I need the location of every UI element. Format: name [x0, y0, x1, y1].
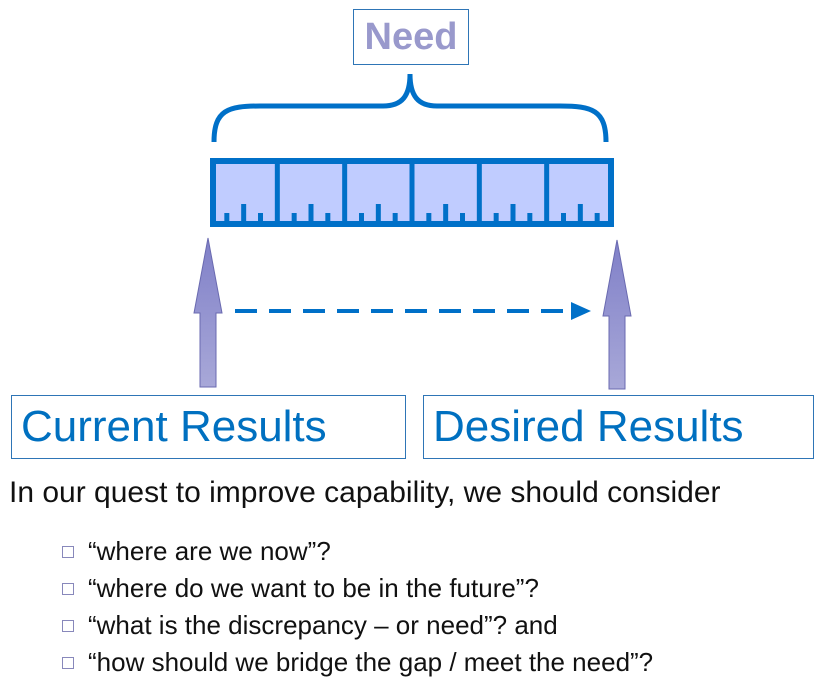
list-item: “how should we bridge the gap / meet the… [62, 644, 653, 681]
need-label: Need [364, 15, 458, 58]
checkbox-bullet-icon [62, 545, 74, 558]
list-item: “where are we now”? [62, 533, 653, 570]
bullet-text: “how should we bridge the gap / meet the… [88, 647, 654, 677]
current-results-box: Current Results [11, 395, 406, 459]
list-item: “where do we want to be in the future”? [62, 570, 653, 607]
list-item: “what is the discrepancy – or need”? and [62, 607, 653, 644]
bullet-list: “where are we now”? “where do we want to… [62, 533, 653, 681]
checkbox-bullet-icon [62, 619, 74, 632]
dashed-arrow-right [235, 302, 591, 320]
checkbox-bullet-icon [62, 656, 74, 669]
need-label-box: Need [353, 9, 469, 65]
ruler-icon [210, 158, 614, 227]
checkbox-bullet-icon [62, 582, 74, 595]
desired-results-label: Desired Results [433, 402, 744, 451]
desired-arrow-up [602, 239, 632, 390]
bullet-text: “where are we now”? [88, 536, 331, 566]
current-results-label: Current Results [21, 402, 327, 451]
current-arrow-up [193, 237, 223, 388]
desired-results-box: Desired Results [423, 395, 814, 459]
bullet-text: “what is the discrepancy – or need”? and [88, 610, 558, 640]
bullet-text: “where do we want to be in the future”? [88, 573, 539, 603]
curly-brace [211, 73, 609, 143]
intro-text: In our quest to improve capability, we s… [9, 476, 721, 509]
